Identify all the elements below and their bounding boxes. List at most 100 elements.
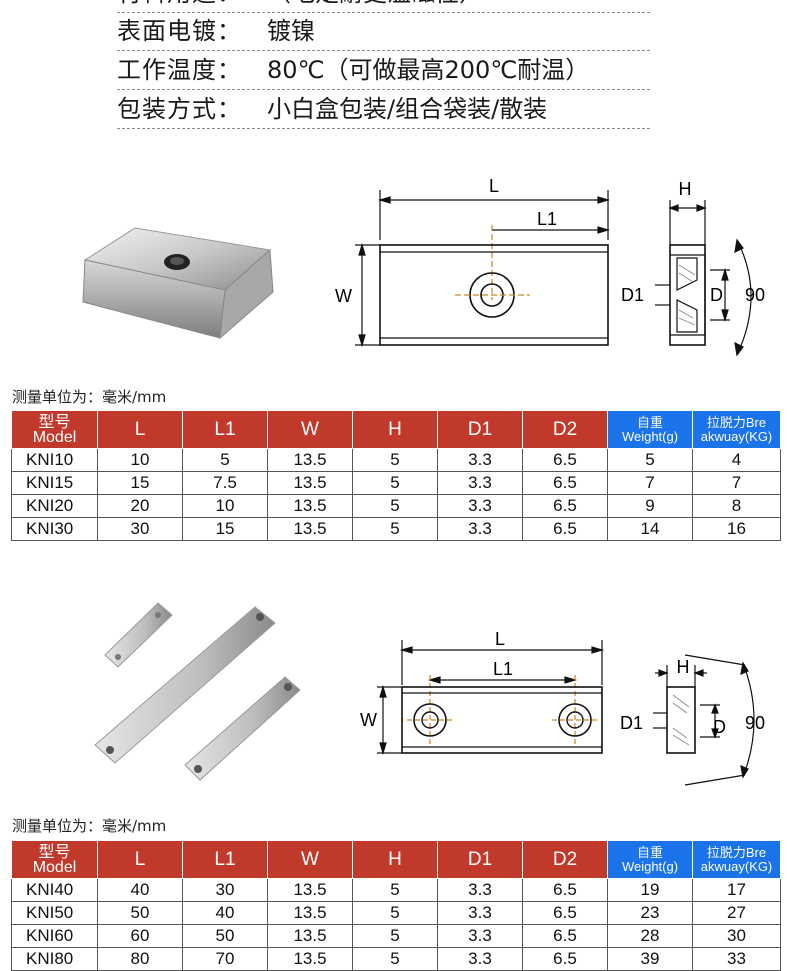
value-cell: 30 bbox=[182, 878, 268, 902]
model-cell: KNI15 bbox=[11, 471, 98, 495]
header-L: L bbox=[97, 840, 183, 879]
spec-label: 工作温度： bbox=[117, 56, 242, 84]
value-cell: 5 bbox=[352, 924, 438, 948]
value-cell: 30 bbox=[97, 517, 183, 541]
dim-W: W bbox=[360, 710, 377, 730]
value-cell: 13.5 bbox=[267, 517, 353, 541]
value-cell: 6.5 bbox=[522, 924, 608, 948]
spec-label: 表面电镀： bbox=[117, 17, 242, 45]
dim-L: L bbox=[495, 629, 505, 649]
value-cell: 40 bbox=[182, 901, 268, 925]
value-cell: 3.3 bbox=[437, 924, 523, 948]
dim-L1: L1 bbox=[493, 659, 513, 679]
dim-angle: 90 bbox=[745, 285, 765, 305]
value-cell: 3.3 bbox=[437, 448, 523, 472]
value-cell: 80 bbox=[97, 947, 183, 971]
value-cell: 7.5 bbox=[182, 471, 268, 495]
value-cell: 20 bbox=[97, 494, 183, 518]
dim-D: D bbox=[713, 717, 726, 737]
value-cell: 13.5 bbox=[267, 924, 353, 948]
model-cell: KNI80 bbox=[11, 947, 98, 971]
value-cell: 7 bbox=[692, 471, 781, 495]
dim-H: H bbox=[677, 657, 690, 677]
value-cell: 60 bbox=[97, 924, 183, 948]
value-cell: 3.3 bbox=[437, 947, 523, 971]
value-cell: 10 bbox=[97, 448, 183, 472]
product-photo-channel-strips bbox=[94, 602, 301, 781]
technical-drawing-1: L L1 W H D1 D 90 bbox=[335, 176, 765, 357]
spec-value: 小白盒包装/组合袋装/散装 bbox=[267, 95, 548, 123]
dim-D1: D1 bbox=[621, 285, 644, 305]
value-cell: 17 bbox=[692, 878, 781, 902]
header-L1: L1 bbox=[182, 840, 268, 879]
value-cell: 5 bbox=[352, 878, 438, 902]
spec-row-temperature: 工作温度：80℃（可做最高200℃耐温） bbox=[117, 51, 650, 90]
spec-row-plating: 表面电镀： 镀镍 bbox=[117, 12, 650, 51]
value-cell: 6.5 bbox=[522, 494, 608, 518]
value-cell: 5 bbox=[352, 471, 438, 495]
dim-angle: 90 bbox=[745, 713, 765, 733]
spec-value: 镀镍 bbox=[267, 17, 315, 45]
value-cell: 40 bbox=[97, 878, 183, 902]
product-photo-magnet-block bbox=[82, 227, 274, 340]
value-cell: 3.3 bbox=[437, 901, 523, 925]
value-cell: 5 bbox=[607, 448, 693, 472]
header-W: W bbox=[267, 840, 353, 879]
value-cell: 5 bbox=[352, 494, 438, 518]
header-L: L bbox=[97, 410, 183, 449]
value-cell: 70 bbox=[182, 947, 268, 971]
value-cell: 13.5 bbox=[267, 448, 353, 472]
value-cell: 3.3 bbox=[437, 878, 523, 902]
dim-W: W bbox=[335, 286, 352, 306]
spec-value: （毛足耐更温磁性） bbox=[267, 0, 483, 12]
model-cell: KNI10 bbox=[11, 448, 98, 472]
unit-note: 测量单位为：毫米/mm bbox=[12, 817, 167, 835]
value-cell: 4 bbox=[692, 448, 781, 472]
dim-H: H bbox=[679, 179, 692, 199]
header-D1: D1 bbox=[437, 410, 523, 449]
value-cell: 15 bbox=[182, 517, 268, 541]
header-W: W bbox=[267, 410, 353, 449]
value-cell: 14 bbox=[607, 517, 693, 541]
value-cell: 33 bbox=[692, 947, 781, 971]
value-cell: 6.5 bbox=[522, 471, 608, 495]
spec-row-partial: 材料用途：（毛足耐更温磁性） bbox=[117, 0, 650, 13]
model-cell: KNI30 bbox=[11, 517, 98, 541]
value-cell: 6.5 bbox=[522, 901, 608, 925]
value-cell: 5 bbox=[352, 517, 438, 541]
value-cell: 6.5 bbox=[522, 517, 608, 541]
header-D2: D2 bbox=[522, 840, 608, 879]
value-cell: 13.5 bbox=[267, 901, 353, 925]
value-cell: 6.5 bbox=[522, 947, 608, 971]
spec-row-packaging: 包装方式： 小白盒包装/组合袋装/散装 bbox=[117, 90, 650, 129]
value-cell: 23 bbox=[607, 901, 693, 925]
value-cell: 16 bbox=[692, 517, 781, 541]
spec-label: 包装方式： bbox=[117, 95, 242, 123]
value-cell: 13.5 bbox=[267, 878, 353, 902]
value-cell: 8 bbox=[692, 494, 781, 518]
value-cell: 9 bbox=[607, 494, 693, 518]
value-cell: 50 bbox=[97, 901, 183, 925]
value-cell: 28 bbox=[607, 924, 693, 948]
dim-L: L bbox=[489, 176, 499, 196]
unit-note: 测量单位为：毫米/mm bbox=[12, 388, 167, 406]
value-cell: 3.3 bbox=[437, 517, 523, 541]
header-H: H bbox=[352, 840, 438, 879]
value-cell: 7 bbox=[607, 471, 693, 495]
value-cell: 3.3 bbox=[437, 471, 523, 495]
